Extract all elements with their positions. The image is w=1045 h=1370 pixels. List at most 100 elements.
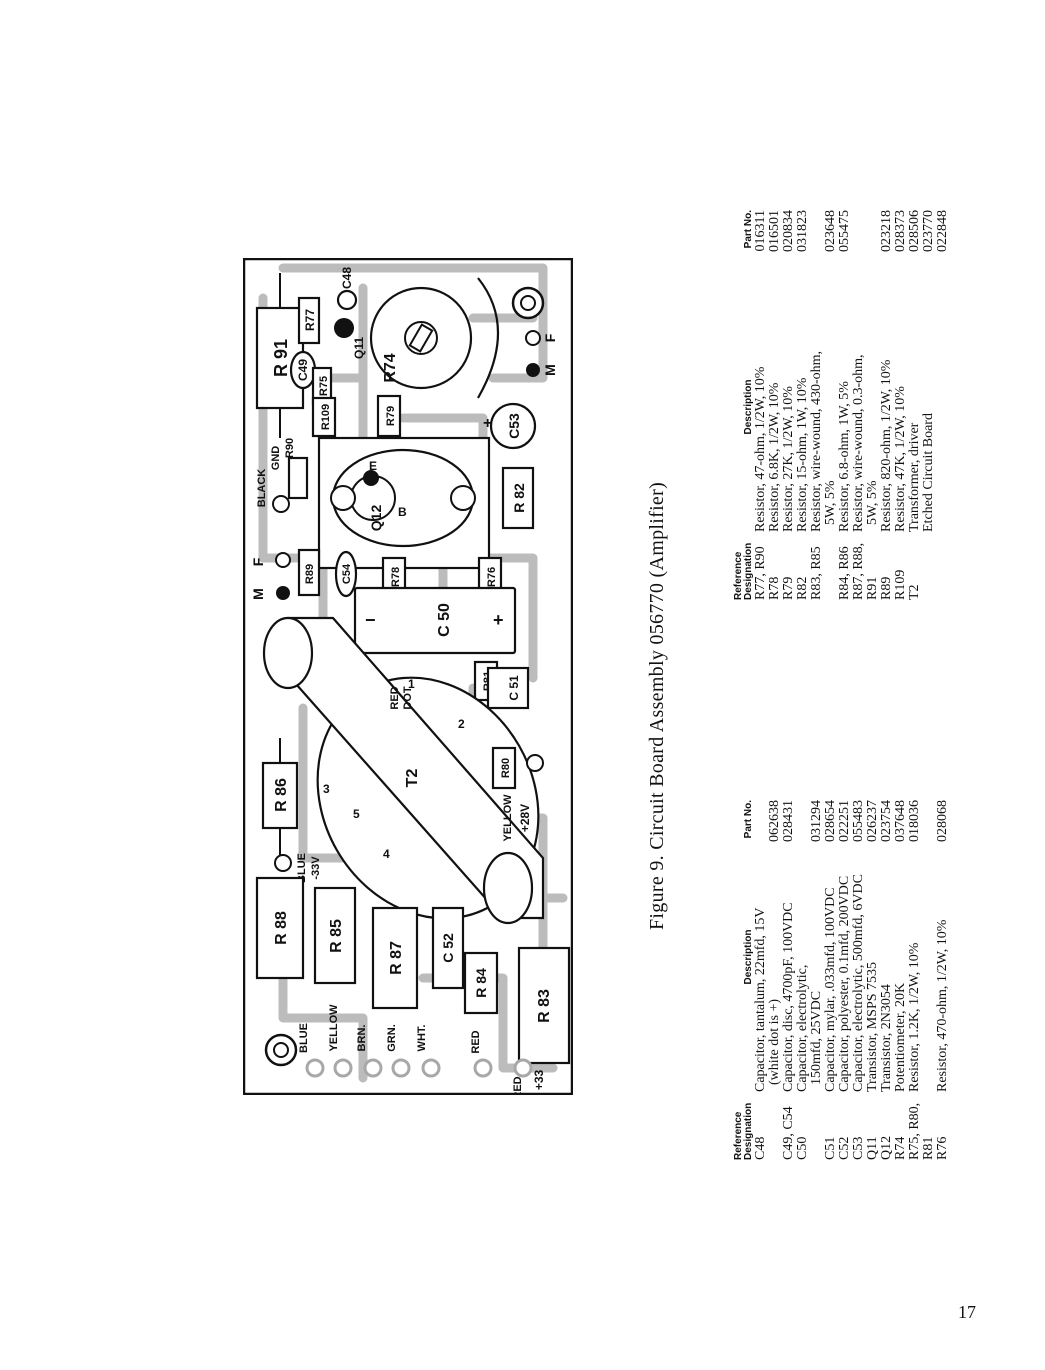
component-c48: C48 [336, 267, 358, 311]
left-row-9-ref: Q12 [879, 1135, 894, 1160]
right-row-3-ref: R82 [795, 576, 810, 600]
left-row-12-desc [922, 822, 936, 1092]
right-row-8-desc: 5W, 5% [865, 480, 880, 532]
svg-text:Q11: Q11 [352, 337, 366, 359]
left-row-13-desc: Resistor, 470-ohm, 1/2W, 10% [935, 919, 950, 1092]
svg-text:C 50: C 50 [436, 603, 453, 637]
header-description-2: Description [743, 379, 754, 435]
svg-text:RED: RED [470, 1030, 482, 1053]
svg-text:E: E [369, 459, 377, 473]
svg-text:T2: T2 [404, 769, 421, 788]
component-c49: C49 [289, 350, 317, 390]
right-row-9-ref: R89 [879, 576, 894, 600]
left-row-0-ref: C48 [753, 1136, 768, 1160]
component-r76: R76 [477, 556, 503, 598]
component-c50: C 50 − + [353, 586, 517, 655]
component-r109: R109 [311, 396, 337, 438]
left-row-4-part: 031294 [809, 800, 824, 842]
wire-pad-grn: GRN. [386, 1024, 411, 1078]
component-r85: R 85 [313, 886, 357, 985]
svg-text:C48: C48 [340, 267, 354, 289]
left-row-1-ref [768, 1080, 782, 1160]
svg-text:GRN.: GRN. [386, 1024, 398, 1052]
component-q12: Q12 E B [317, 436, 491, 570]
left-row-3-part [796, 800, 810, 860]
svg-text:R 84: R 84 [473, 968, 489, 998]
svg-text:BLUE: BLUE [298, 1023, 310, 1053]
right-row-12-desc: Etched Circuit Board [921, 413, 936, 532]
mount-hole-bottom [264, 1033, 298, 1067]
wire-black-gnd: BLACK GND [256, 446, 290, 513]
left-row-8-desc: Transistor, MSPS 7535 [865, 961, 880, 1092]
svg-text:R80: R80 [500, 758, 512, 778]
wire-pad-yellow: YELLOW [328, 1004, 353, 1078]
left-row-12-ref: R81 [921, 1136, 936, 1160]
header-part-no-2: Part No. [743, 210, 754, 249]
svg-text:R74: R74 [382, 353, 399, 382]
svg-text:F: F [542, 333, 558, 342]
right-row-0-ref: R77, R90 [753, 546, 768, 600]
header-description: Description [743, 929, 754, 985]
right-row-12-ref [922, 520, 936, 600]
svg-text:R 83: R 83 [536, 989, 553, 1023]
right-row-0-desc: Resistor, 47-ohm, 1/2W, 10% [753, 366, 768, 532]
svg-text:YELLOW: YELLOW [502, 794, 514, 842]
svg-text:2: 2 [458, 717, 465, 731]
wire-pad-red: RED [470, 1030, 493, 1078]
right-row-7-part [852, 210, 866, 270]
svg-text:F: F [250, 557, 266, 566]
svg-text:BRN.: BRN. [356, 1025, 368, 1052]
svg-text:R75: R75 [318, 376, 330, 396]
left-row-6-part: 022251 [837, 800, 852, 842]
right-row-3-desc: Resistor, 15-ohm, 1W, 10% [795, 377, 810, 532]
svg-text:+: + [483, 415, 492, 432]
svg-text:RED: RED [389, 686, 401, 709]
right-row-10-ref: R109 [893, 569, 908, 600]
svg-text:R 91: R 91 [271, 339, 291, 377]
left-row-11-part: 018036 [907, 800, 922, 842]
right-row-11-part: 028506 [907, 210, 922, 252]
svg-text:R 86: R 86 [273, 778, 290, 812]
marker-m-f-top: M F [525, 330, 558, 377]
right-row-8-part [866, 210, 880, 270]
right-row-7-ref: R87, R88, [851, 542, 866, 600]
left-row-6-ref: C52 [837, 1136, 852, 1160]
component-c53: C53 + [483, 402, 537, 450]
svg-text:+33: +33 [532, 1069, 546, 1090]
page-number: 17 [958, 1302, 976, 1322]
left-row-0-desc: Capacitor, tantalum, 22mfd, 15V [753, 907, 768, 1092]
right-row-2-part: 020834 [781, 210, 796, 252]
right-row-0-part: 016311 [753, 210, 768, 252]
figure-caption: Figure 9. Circuit Board Assembly 056770 … [646, 481, 668, 930]
left-row-0-part [754, 800, 768, 860]
svg-text:R78: R78 [390, 567, 402, 587]
component-r78: R78 [381, 556, 407, 598]
left-row-11-ref: R75, R80, [907, 1102, 922, 1160]
left-row-10-ref: R74 [893, 1136, 908, 1160]
component-c54: C54 [334, 550, 358, 598]
marker-m-f-middle: M F [250, 552, 291, 600]
component-r80: R80 [491, 746, 517, 790]
svg-text:GND: GND [270, 446, 282, 471]
circuit-board-drawing: R 91 R77 C48 Q11 R74 C49 R75 R109 R [243, 258, 573, 1095]
right-row-2-desc: Resistor, 27K, 1/2W, 10% [781, 386, 796, 532]
left-row-7-desc: Capacitor, electrolytic, 500mfd, 6VDC [851, 874, 866, 1092]
svg-text:C54: C54 [341, 563, 353, 584]
svg-text:R79: R79 [385, 406, 397, 426]
svg-text:BLACK: BLACK [256, 469, 268, 508]
component-c52: C 52 [431, 906, 465, 990]
left-row-11-desc: Resistor, 1.2K, 1/2W, 10% [907, 942, 922, 1092]
component-r88: R 88 [255, 876, 305, 980]
right-row-4-ref: R83, R85 [809, 546, 824, 600]
right-row-1-ref: R78 [767, 576, 782, 600]
svg-text:M: M [250, 588, 266, 600]
svg-text:C 51: C 51 [507, 675, 521, 701]
svg-text:WHT.: WHT. [416, 1025, 428, 1052]
svg-text:R109: R109 [320, 404, 332, 430]
left-row-5-ref: C51 [823, 1136, 838, 1160]
svg-text:3: 3 [323, 782, 330, 796]
